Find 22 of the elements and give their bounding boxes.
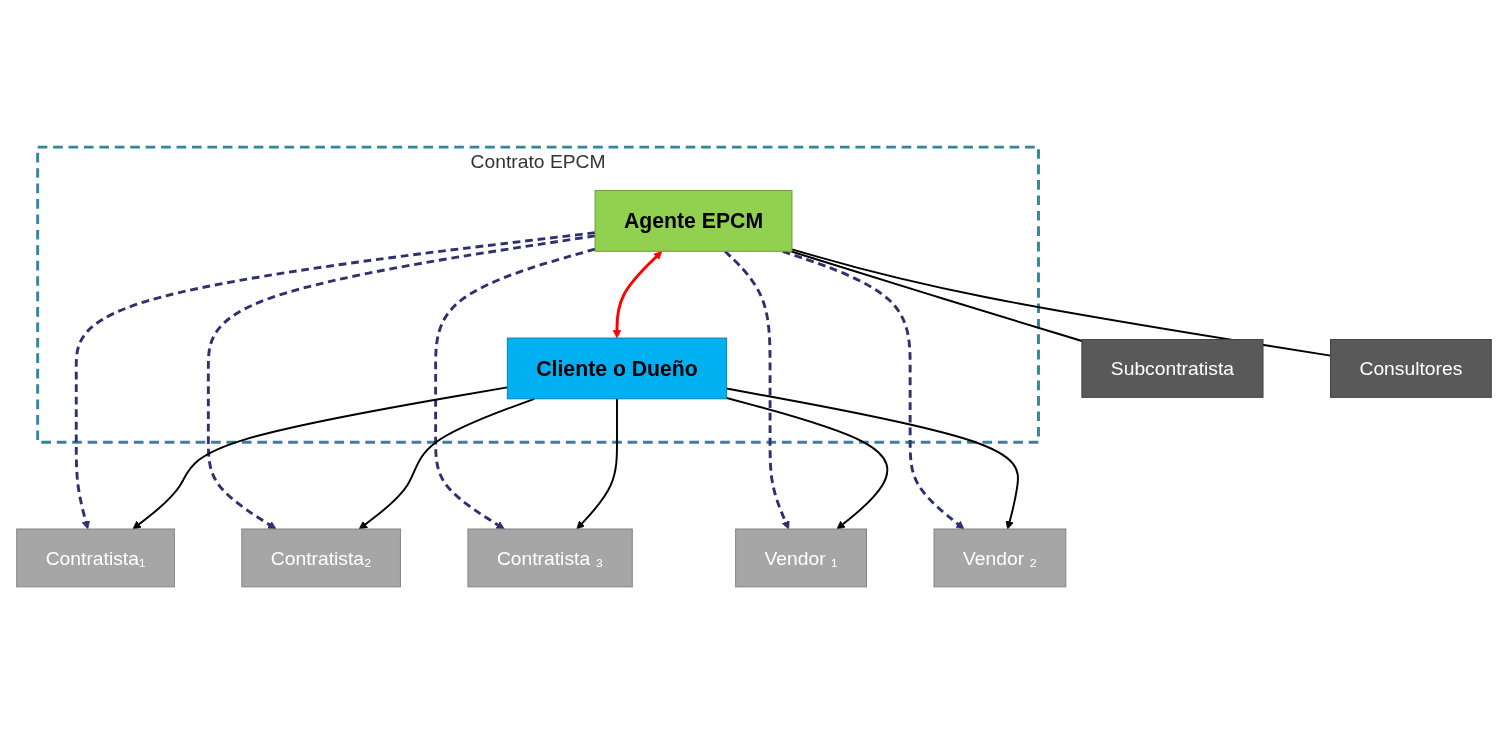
node-box: Contratista₁ [15, 528, 175, 587]
node-box: Vendor ₁ [734, 528, 867, 587]
node-box: Cliente o Dueño [506, 337, 727, 399]
arrow [723, 249, 790, 529]
node-box: Vendor ₂ [933, 528, 1066, 587]
node-box: Contratista₂ [240, 528, 401, 587]
arrow [612, 250, 662, 338]
arrow [132, 385, 508, 529]
arrow [725, 387, 1019, 529]
connector [790, 247, 1331, 357]
node-box: Subcontratista [1080, 338, 1263, 398]
arrow [433, 247, 595, 529]
arrow [358, 397, 535, 529]
arrow [576, 397, 618, 529]
arrow [74, 230, 595, 529]
arrow [206, 233, 595, 529]
connector [789, 249, 1083, 342]
node-box: Agente EPCM [594, 189, 792, 252]
node-box: Contratista ₃ [466, 528, 633, 587]
node-box: Consultores [1329, 338, 1492, 398]
arrow [781, 249, 964, 529]
arrow [725, 396, 888, 529]
